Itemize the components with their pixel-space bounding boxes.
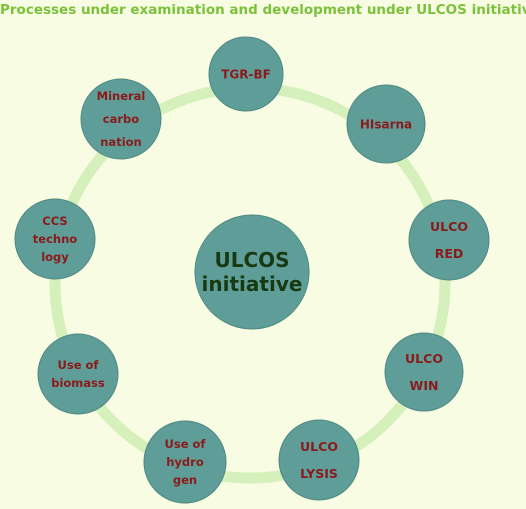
process-node-ulcolysis-label-line: ULCO	[300, 439, 338, 454]
process-node-use-of-hydrogen-label-line: hydro	[166, 455, 204, 469]
process-node-ulcowin: ULCO WIN	[384, 332, 464, 412]
center-node-ulcos-circle	[194, 214, 310, 330]
process-node-ulcored-label-line: RED	[435, 246, 464, 261]
process-node-mineral-carbonation-circle	[80, 78, 162, 160]
process-node-ccs-technology-label-line: CCS	[42, 214, 67, 228]
process-node-ulcored-circle	[408, 199, 490, 281]
process-node-mineral-carbonation-label-line: Mineral	[97, 89, 146, 103]
process-node-ulcolysis: ULCO LYSIS	[278, 419, 360, 501]
process-node-use-of-biomass-label-line: biomass	[51, 376, 105, 390]
diagram-title: Processes under examination and developm…	[0, 2, 526, 18]
process-node-ulcored-label-line: ULCO	[430, 219, 468, 234]
process-node-ulcored: ULCO RED	[408, 199, 490, 281]
process-node-mineral-carbonation-label-line: nation	[100, 135, 141, 149]
process-node-tgr-bf: TGR-BF	[208, 36, 284, 112]
process-node-use-of-hydrogen-label-line: gen	[173, 473, 197, 487]
process-node-ccs-technology-label-line: techno	[33, 232, 77, 246]
process-node-hisarna-circle	[346, 84, 426, 164]
process-node-ulcowin-circle	[384, 332, 464, 412]
process-node-use-of-biomass: Use of biomass	[37, 333, 119, 415]
process-node-tgr-bf-label-line: TGR-BF	[221, 67, 271, 81]
process-node-ulcowin-label-line: ULCO	[405, 351, 443, 366]
process-node-use-of-hydrogen-label-line: Use of	[165, 437, 207, 451]
process-node-tgr-bf-circle	[208, 36, 284, 112]
process-node-ccs-technology-circle	[14, 198, 96, 280]
process-node-use-of-biomass-circle	[37, 333, 119, 415]
center-node-ulcos-label-line: initiative	[202, 272, 303, 296]
process-node-ulcolysis-circle	[278, 419, 360, 501]
process-node-mineral-carbonation-label-line: carbo	[103, 112, 139, 126]
center-node-ulcos-label-line: ULCOS	[214, 248, 289, 272]
process-node-ccs-technology-label-line: logy	[41, 250, 69, 264]
process-node-hisarna-label-line: HIsarna	[360, 117, 412, 131]
process-node-use-of-hydrogen-circle	[143, 420, 227, 504]
process-node-ulcowin-label-line: WIN	[410, 378, 439, 393]
process-node-hisarna: HIsarna	[346, 84, 426, 164]
process-node-use-of-biomass-label-line: Use of	[58, 358, 100, 372]
process-node-mineral-carbonation: Mineral carbo nation	[80, 78, 162, 160]
process-node-ulcolysis-label-line: LYSIS	[300, 466, 338, 481]
process-node-ccs-technology: CCS techno logy	[14, 198, 96, 280]
process-node-use-of-hydrogen: Use of hydro gen	[143, 420, 227, 504]
